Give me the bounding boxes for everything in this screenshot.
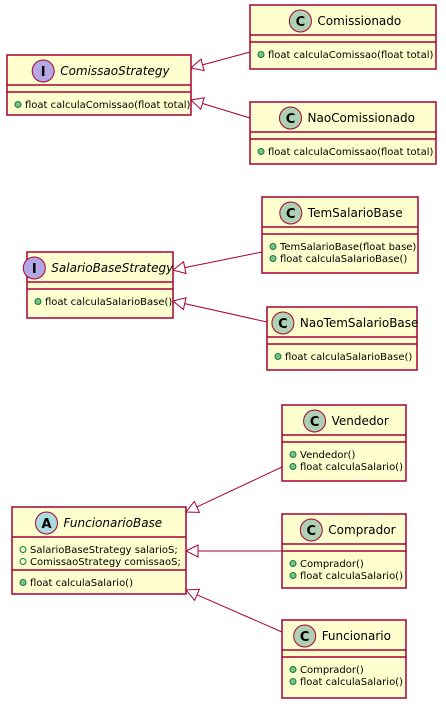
class-box-nao-comissionado[interactable]: C NaoComissionado float calculaComissao(fl…: [249, 101, 437, 165]
public-method-icon: [19, 579, 27, 586]
class-nodes: I ComissaoStrategy float calculaComissao(f…: [6, 4, 437, 699]
hollow-triangle-arrowhead-icon: [184, 500, 201, 513]
badge-letter: C: [286, 207, 296, 222]
public-method-icon: [289, 572, 297, 579]
method-text: Comprador(): [300, 559, 364, 570]
relation-line: [184, 303, 268, 323]
public-method-icon: [274, 353, 282, 360]
public-method-icon: [289, 678, 297, 685]
public-method-icon: [269, 243, 277, 250]
class-box-comissao-strategy[interactable]: I ComissaoStrategy float calculaComissao(f…: [6, 54, 192, 116]
badge-letter: I: [32, 262, 37, 277]
class-badge-icon: [279, 201, 303, 225]
public-method-icon: [289, 451, 297, 458]
interface-badge-icon: [22, 256, 46, 280]
relation-nao_comissionado-to-comissao_strategy: [189, 97, 251, 119]
public-method-icon: [269, 255, 277, 262]
relation-nao_tem_salario_base-to-salario_base_strategy: [171, 297, 268, 323]
relation-edges: [171, 51, 283, 633]
badge-letter: C: [310, 415, 320, 430]
hollow-triangle-arrowhead-icon: [171, 260, 187, 275]
public-method-icon: [289, 560, 297, 567]
hollow-triangle-arrowhead-icon: [171, 297, 187, 311]
class-name: NaoTemSalarioBase: [300, 316, 419, 330]
hollow-triangle-arrowhead-icon: [184, 544, 199, 558]
class-name: ComissaoStrategy: [60, 64, 170, 78]
method-text: float calculaComissao(float total): [268, 50, 433, 61]
relation-funcionario-to-funcionario_base: [184, 588, 283, 633]
class-name: Vendedor: [332, 414, 389, 428]
badge-letter: C: [300, 630, 310, 645]
class-name: FuncionarioBase: [64, 516, 163, 530]
interface-badge-icon: [31, 59, 55, 83]
relation-comissionado-to-comissao_strategy: [189, 51, 251, 72]
method-text: float calculaSalarioBase(): [285, 352, 412, 363]
method-text: float calculaComissao(float total): [25, 100, 190, 111]
relation-line: [202, 103, 251, 119]
field-text: ComissaoStrategy comissaoS;: [30, 557, 181, 568]
class-badge-icon: [288, 9, 312, 33]
public-method-icon: [34, 298, 42, 305]
class-box-comissionado[interactable]: C Comissionado float calculaComissao(float…: [249, 4, 437, 70]
relation-line: [196, 466, 283, 508]
class-badge-icon: [293, 624, 317, 648]
badge-letter: A: [41, 517, 51, 532]
public-field-icon: [19, 558, 27, 565]
class-box-nao-tem-salario-base[interactable]: C NaoTemSalarioBase float calculaSalarioBa…: [266, 306, 419, 371]
method-text: float calculaSalario(): [300, 462, 403, 473]
public-method-icon: [257, 51, 265, 58]
class-box-frame: [281, 404, 407, 482]
hollow-triangle-arrowhead-icon: [189, 58, 205, 72]
method-text: float calculaSalario(): [300, 677, 403, 688]
class-name: Comissionado: [317, 14, 401, 28]
method-text: float calculaSalarioBase(): [280, 254, 407, 265]
public-method-icon: [257, 148, 265, 155]
class-name: NaoComissionado: [308, 111, 416, 125]
hollow-triangle-arrowhead-icon: [189, 97, 205, 111]
method-text: float calculaSalario(): [300, 571, 403, 582]
abstract-class-badge-icon: [35, 511, 58, 535]
badge-letter: C: [286, 112, 296, 127]
class-box-frame: [26, 251, 174, 319]
relation-line: [202, 51, 251, 66]
class-name: TemSalarioBase: [307, 206, 403, 220]
class-badge-icon: [303, 409, 327, 433]
class-badge-icon: [299, 518, 323, 542]
public-field-icon: [19, 546, 27, 553]
hollow-triangle-arrowhead-icon: [184, 588, 201, 602]
method-text: float calculaSalario(): [30, 578, 133, 589]
method-text: Comprador(): [300, 665, 364, 676]
badge-letter: I: [41, 65, 46, 80]
class-name: SalarioBaseStrategy: [51, 261, 174, 275]
method-text: float calculaSalarioBase(): [45, 297, 172, 308]
badge-letter: C: [278, 317, 288, 332]
public-method-icon: [289, 666, 297, 673]
relation-line: [184, 251, 263, 269]
badge-letter: C: [307, 524, 317, 539]
class-box-salario-base-strategy[interactable]: I SalarioBaseStrategy float calculaSalario…: [22, 251, 174, 319]
class-badge-icon: [279, 106, 302, 130]
relation-tem_salario_base-to-salario_base_strategy: [171, 251, 263, 275]
relation-comprador-to-funcionario_base: [184, 544, 282, 558]
public-method-icon: [289, 463, 297, 470]
method-text: TemSalarioBase(float base): [279, 242, 416, 253]
method-text: float calculaComissao(float total): [268, 147, 433, 158]
class-box-frame: [249, 4, 437, 70]
class-name: Funcionario: [322, 629, 391, 643]
field-text: SalarioBaseStrategy salarioS;: [30, 545, 178, 556]
badge-letter: C: [296, 15, 306, 30]
public-method-icon: [14, 101, 22, 108]
relation-line: [196, 594, 283, 633]
relation-vendedor-to-funcionario_base: [184, 466, 283, 513]
class-badge-icon: [271, 311, 295, 335]
method-text: Vendedor(): [300, 450, 356, 461]
class-name: Comprador: [328, 523, 395, 537]
